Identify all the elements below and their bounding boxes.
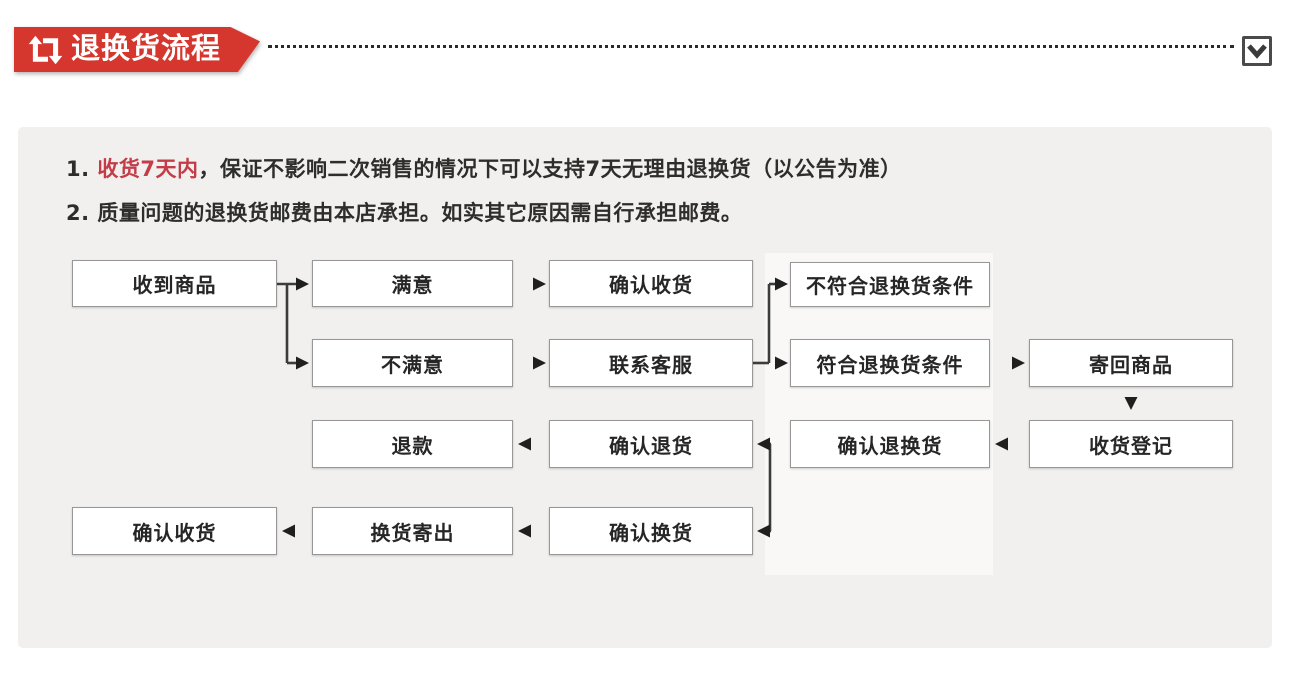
flow-node-exchange-shipped: 换货寄出: [312, 507, 513, 555]
flow-node-confirm-return-exchange: 确认退换货: [790, 420, 990, 468]
section-banner-ribbon: 退换货流程: [14, 27, 260, 72]
note-2-text: 质量问题的退换货邮费由本店承担。如实其它原因需自行承担邮费。: [97, 201, 743, 225]
flow-node-refund: 退款: [312, 420, 513, 468]
note-1-text: ，保证不影响二次销售的情况下可以支持7天无理由退换货（以公告为准）: [198, 157, 902, 181]
flow-node-unsatisfied: 不满意: [312, 339, 513, 387]
flow-node-confirm-return: 确认退货: [549, 420, 753, 468]
dotted-divider: [268, 45, 1234, 48]
flow-node-confirm-exchange: 确认换货: [549, 507, 753, 555]
section-banner: 退换货流程: [14, 27, 260, 72]
flow-node-receipt-registration: 收货登记: [1029, 420, 1233, 468]
chevron-down-icon: [1247, 44, 1267, 59]
collapse-toggle-button[interactable]: [1242, 36, 1272, 66]
flow-node-confirm-receipt-bottom: 确认收货: [72, 507, 277, 555]
note-2-number: 2.: [66, 201, 98, 225]
section-title: 退换货流程: [71, 30, 222, 65]
flow-node-satisfied: 满意: [312, 260, 513, 307]
note-line-1: 1. 收货7天内，保证不影响二次销售的情况下可以支持7天无理由退换货（以公告为准…: [66, 153, 902, 183]
flow-node-confirm-receipt-top: 确认收货: [549, 260, 753, 307]
note-1-highlight: 收货7天内: [97, 157, 199, 181]
swap-arrows-icon: [28, 35, 63, 64]
flow-node-not-meet-conditions: 不符合退换货条件: [790, 262, 990, 307]
note-1-number: 1.: [66, 157, 98, 181]
note-line-2: 2. 质量问题的退换货邮费由本店承担。如实其它原因需自行承担邮费。: [66, 197, 742, 227]
flow-node-contact-service: 联系客服: [549, 339, 753, 387]
content-panel: [18, 127, 1272, 648]
flow-node-received-goods: 收到商品: [72, 260, 277, 307]
flow-node-ship-back-goods: 寄回商品: [1029, 339, 1233, 387]
flow-node-meet-conditions: 符合退换货条件: [790, 339, 990, 387]
